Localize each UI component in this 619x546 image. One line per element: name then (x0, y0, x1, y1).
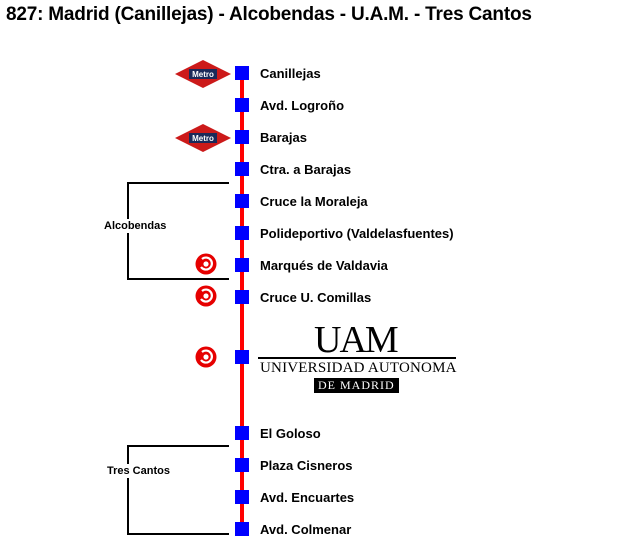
stop-marker[interactable] (235, 258, 249, 272)
stop-marker[interactable] (235, 162, 249, 176)
uam-logo-letters: UAM (314, 319, 399, 361)
stop-label[interactable]: Barajas (260, 130, 307, 145)
uam-logo: UAM UNIVERSIDAD AUTONOMA DE MADRID (258, 319, 458, 396)
cercanias-icon (195, 346, 217, 368)
stop-marker[interactable] (235, 130, 249, 144)
route-title: 827: Madrid (Canillejas) - Alcobendas - … (6, 4, 532, 25)
stop-marker[interactable] (235, 350, 249, 364)
stop-label[interactable]: Avd. Logroño (260, 98, 345, 113)
cercanias-icon (195, 285, 217, 307)
metro-icon: Metro (175, 60, 231, 88)
stop-label[interactable]: Avd. Colmenar (260, 522, 352, 537)
stop-label[interactable]: Polideportivo (Valdelasfuentes) (260, 226, 454, 241)
metro-icon: Metro (175, 124, 231, 152)
stop-marker[interactable] (235, 490, 249, 504)
svg-text:Metro: Metro (192, 70, 214, 79)
stop-marker[interactable] (235, 290, 249, 304)
stop-label[interactable]: Canillejas (260, 66, 321, 81)
zone-bracket-tres-cantos (127, 445, 229, 535)
stop-marker[interactable] (235, 194, 249, 208)
stop-label[interactable]: Avd. Encuartes (260, 490, 355, 505)
zone-label-alcobendas: Alcobendas (104, 219, 167, 233)
zone-label-tres-cantos: Tres Cantos (107, 464, 170, 478)
svg-text:Metro: Metro (192, 134, 214, 143)
cercanias-icon (195, 253, 217, 275)
stop-marker[interactable] (235, 458, 249, 472)
stop-label[interactable]: El Goloso (260, 426, 321, 441)
stop-label[interactable]: Cruce la Moraleja (260, 194, 368, 209)
stop-label[interactable]: Plaza Cisneros (260, 458, 353, 473)
stop-marker[interactable] (235, 522, 249, 536)
stop-label[interactable]: Cruce U. Comillas (260, 290, 372, 305)
uam-logo-sub: DE MADRID (314, 378, 399, 393)
stop-marker[interactable] (235, 226, 249, 240)
stop-marker[interactable] (235, 426, 249, 440)
stop-marker[interactable] (235, 66, 249, 80)
uam-logo-name: UNIVERSIDAD AUTONOMA (260, 360, 457, 376)
stop-label[interactable]: Marqués de Valdavia (260, 258, 388, 273)
stop-label[interactable]: Ctra. a Barajas (260, 162, 352, 177)
uam-logo-rule (258, 357, 456, 359)
stop-marker[interactable] (235, 98, 249, 112)
